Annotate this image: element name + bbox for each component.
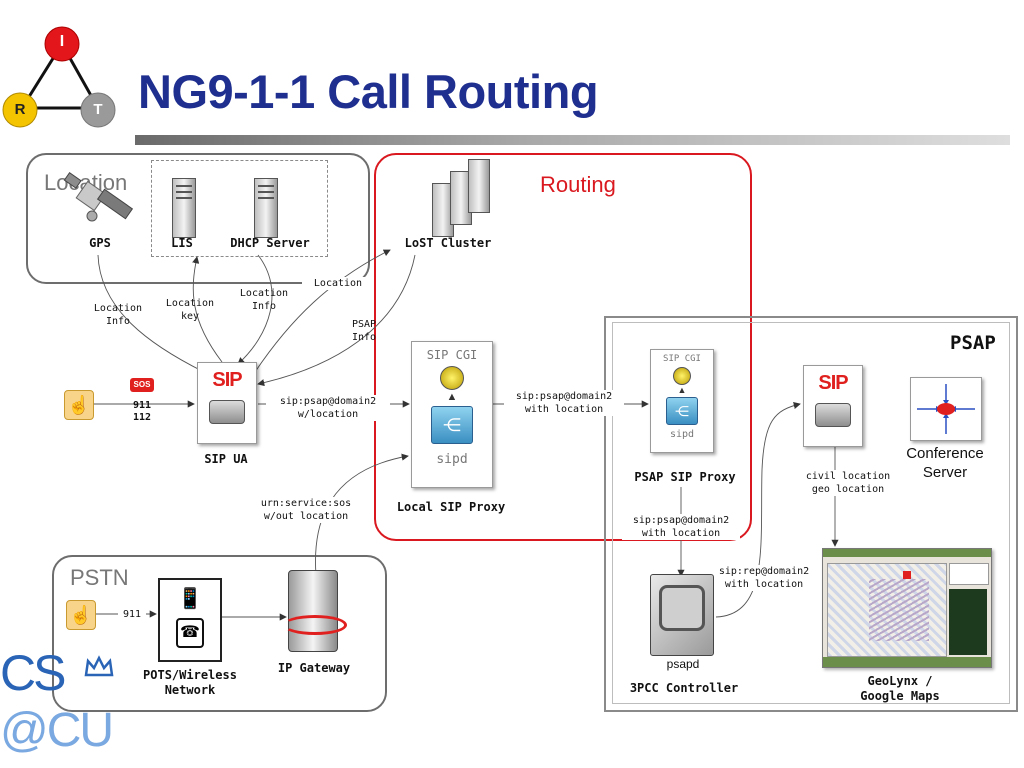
dhcp-server-icon: [254, 178, 278, 238]
edge-label-lost-location: Location: [302, 277, 374, 290]
psapd-label: psapd: [666, 657, 700, 671]
desk-phone-icon: [209, 400, 245, 424]
location-group-label: Location: [44, 170, 128, 195]
gps-label: GPS: [89, 236, 111, 250]
sip-cgi-label: SIP CGI: [426, 348, 478, 362]
edge-label-pstn-911: 911: [118, 608, 146, 621]
cs-logo-line2: @CU: [0, 704, 114, 757]
ip-gateway-label: IP Gateway: [277, 661, 351, 675]
lost-label: LoST Cluster: [404, 236, 492, 250]
hand-pointer-icon[interactable]: ☝: [64, 390, 94, 420]
lost-server-icon-3: [468, 159, 490, 213]
local-sip-proxy-card[interactable]: SIP CGI ▲ ⋲ sipd: [411, 341, 493, 488]
sos-phone-icon: SOS: [130, 378, 154, 392]
psap-desk-phone-icon: [815, 403, 851, 427]
conference-server-card[interactable]: [910, 377, 982, 441]
psap-router-icon: ⋲: [666, 397, 698, 425]
lis-label: LIS: [171, 236, 193, 250]
routing-group-label: Routing: [540, 172, 616, 197]
psap-up-arrow-icon: ▲: [677, 385, 687, 395]
pots-network-card[interactable]: 📱 ☎: [158, 578, 222, 662]
sip-logo: SIP: [212, 369, 242, 391]
psap-sip-logo: SIP: [818, 372, 848, 394]
sipd-label: sipd: [436, 452, 468, 467]
title-underline: [135, 135, 1010, 145]
pstn-hand-pointer-icon[interactable]: ☝: [66, 600, 96, 630]
page-title: NG9-1-1 Call Routing: [138, 65, 599, 118]
router-icon: ⋲: [431, 406, 473, 444]
geolynx-map-screenshot[interactable]: [822, 548, 992, 668]
irt-letter-i: I: [59, 33, 65, 50]
sip-ua-card[interactable]: SIP: [197, 362, 257, 444]
psap-sip-cgi-label: SIP CGI: [663, 354, 701, 364]
irt-letter-r: R: [14, 101, 26, 118]
cs-logo-line1: CS: [0, 645, 66, 701]
crown-icon: [84, 655, 114, 679]
psap-group-inner: [612, 322, 1010, 704]
psap-group: [604, 316, 1018, 712]
mobile-phone-icon: 📱: [177, 588, 203, 610]
psap-group-label: PSAP: [950, 332, 996, 354]
conference-icon: [917, 384, 975, 434]
irt-letter-t: T: [93, 101, 103, 118]
psap-sipd-label: sipd: [669, 429, 695, 440]
ip-gateway-icon[interactable]: [283, 570, 347, 652]
local-sip-proxy-label: Local SIP Proxy: [396, 500, 506, 514]
up-arrow-icon: ▲: [446, 391, 458, 403]
geolynx-label: GeoLynx /Google Maps: [860, 674, 940, 703]
cgi-gear-icon: [440, 366, 464, 390]
sip-ua-label: SIP UA: [204, 452, 248, 466]
psap-cgi-gear-icon: [673, 367, 691, 385]
dhcp-label: DHCP Server: [230, 236, 310, 250]
3pcc-controller-label: 3PCC Controller: [629, 681, 739, 695]
psap-phone-card[interactable]: SIP: [803, 365, 863, 447]
lis-server-icon: [172, 178, 196, 238]
psap-sip-proxy-card[interactable]: SIP CGI ▲ ⋲ sipd: [650, 349, 714, 453]
psap-sip-proxy-label: PSAP SIP Proxy: [634, 470, 736, 484]
3pcc-controller-icon[interactable]: [650, 574, 714, 656]
landline-phone-icon: ☎: [176, 618, 204, 648]
pstn-group-label: PSTN: [70, 565, 129, 590]
